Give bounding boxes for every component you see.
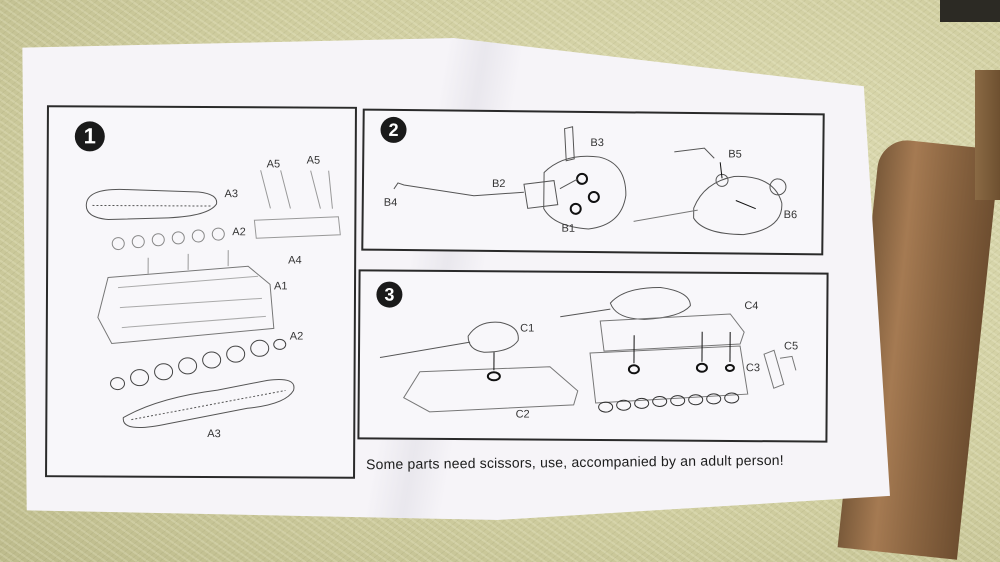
label-a2-top: A2 — [232, 226, 246, 239]
label-a3-bottom: A3 — [207, 428, 221, 441]
label-b5: B5 — [728, 148, 742, 161]
label-c3: C3 — [745, 362, 761, 375]
label-a4: A4 — [288, 254, 302, 267]
label-c1: C1 — [520, 322, 535, 335]
toy-side-edge — [975, 70, 1000, 200]
label-a5-second: A5 — [306, 154, 321, 167]
label-b2: B2 — [491, 177, 506, 191]
label-a5: A5 — [266, 158, 281, 171]
toy-dark-edge — [940, 0, 1000, 22]
label-b1: B1 — [561, 222, 576, 235]
step-2-panel: 2 B4 B2 B3 B1 B5 B6 — [361, 108, 825, 256]
label-a1: A1 — [273, 280, 288, 293]
label-b6: B6 — [783, 208, 798, 222]
step-3-panel: 3 C1 — [357, 269, 829, 443]
label-b4: B4 — [383, 196, 398, 209]
label-a2-bottom: A2 — [289, 330, 304, 343]
label-c2: C2 — [515, 408, 530, 421]
step-2-diagram — [393, 126, 787, 236]
label-c5: C5 — [784, 340, 799, 353]
step-1-diagram — [85, 170, 341, 429]
step-3-diagram — [379, 286, 797, 413]
label-a3-top: A3 — [224, 188, 239, 201]
step-1-panel: 1 — [45, 105, 357, 479]
label-c4: C4 — [744, 300, 759, 313]
label-b3: B3 — [590, 136, 604, 150]
